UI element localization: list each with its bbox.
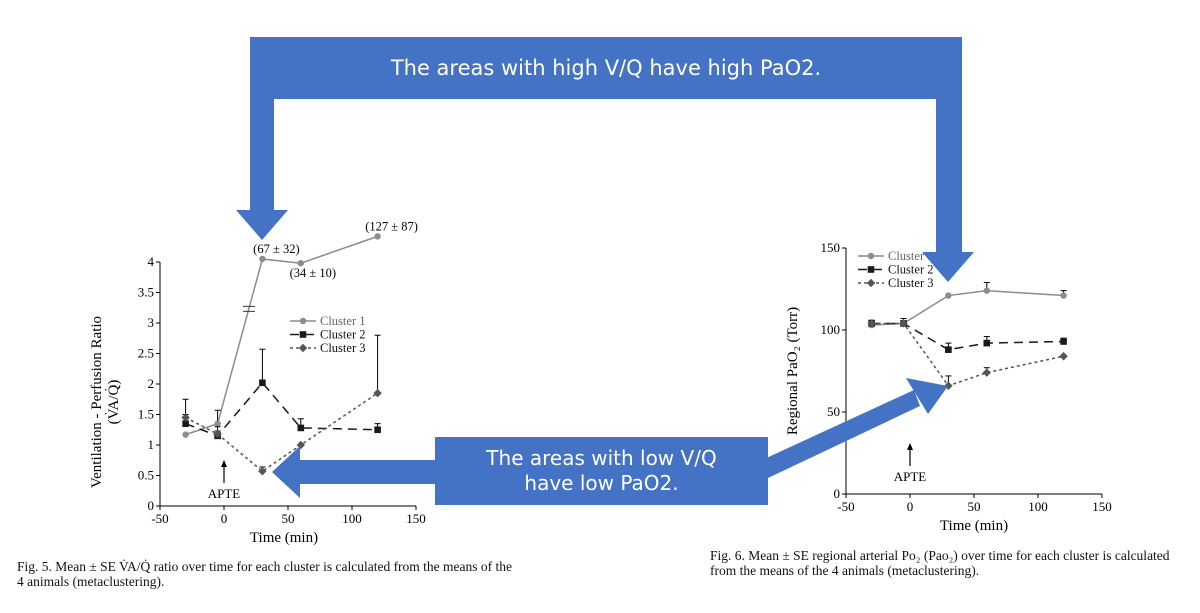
fig6-apte-label: APTE <box>894 469 927 484</box>
fig6-x-tick-label: 100 <box>1028 499 1048 514</box>
fig6-series-3-point <box>1059 352 1068 361</box>
fig5-legend-marker <box>299 331 307 338</box>
callout-bottom: The areas with low V/Q have low PaO2. <box>435 437 768 505</box>
fig5-series-2-point <box>259 379 266 387</box>
fig6-x-label: Time (min) <box>940 518 1008 534</box>
fig6-series-2-point <box>945 346 952 353</box>
fig6-y-tick-label: 0 <box>834 486 841 501</box>
fig6-legend-label: Cluster 1 <box>888 249 933 263</box>
fig6-apte-arrowhead <box>907 443 913 450</box>
arrow-left-head <box>236 210 288 240</box>
fig5-series-1-point <box>182 431 189 438</box>
fig5-series-2-line <box>185 381 378 437</box>
fig6-series-1-line <box>871 289 1064 326</box>
fig5-y-tick-label: 1 <box>148 437 155 452</box>
fig6-series-3-point <box>982 368 991 377</box>
fig5-data-label: (127 ± 87) <box>365 219 418 233</box>
callout-arrows <box>236 37 974 498</box>
fig6-series-3-point <box>867 319 876 328</box>
fig6-series-2-point <box>983 339 991 347</box>
fig6-series-1-point <box>945 292 952 299</box>
fig5-y-tick-label: 1.5 <box>138 407 154 422</box>
callout-bottom-text: The areas with low V/Q have low PaO2. <box>486 446 717 495</box>
fig5-y-tick-label: 3.5 <box>138 285 154 300</box>
fig6-y-label: Regional PaO₂ (Torr) <box>785 307 801 435</box>
fig6-y-tick-label: 50 <box>827 404 840 419</box>
fig5-x-tick-label: 0 <box>221 511 228 526</box>
fig6-x-tick-label: -50 <box>837 499 854 514</box>
fig5-y-label: Ventilation - Perfusion Ratio <box>89 316 105 488</box>
fig5-series-3-point <box>258 467 267 476</box>
fig5-series-3-line <box>185 392 379 473</box>
fig5-caption-text: Fig. 5. Mean ± SE V̇A/Q̇ ratio over time… <box>17 559 513 589</box>
fig5-x-tick-label: 100 <box>342 511 362 526</box>
fig5-series-1-point <box>297 260 304 267</box>
fig6-y-tick-label: 100 <box>821 322 841 337</box>
fig5-series-2-point <box>374 426 381 434</box>
fig6-caption-text: Fig. 6. Mean ± SE regional arterial Po₂ … <box>710 548 1170 578</box>
fig5-legend-label: Cluster 3 <box>320 341 365 355</box>
fig5-series-3-point <box>373 388 382 398</box>
fig5-apte-arrowhead <box>221 460 227 467</box>
fig5-y-tick-label: 0 <box>148 498 155 513</box>
fig5-y-tick-label: 3 <box>148 315 155 330</box>
fig5-y-tick-label: 2.5 <box>138 346 154 361</box>
fig5-y-tick-label: 2 <box>148 376 155 391</box>
fig6-x-tick-label: 50 <box>968 499 981 514</box>
fig5-y-label-2: (V̇A/Q̇) <box>105 380 122 425</box>
fig5-series-3-point <box>296 440 305 450</box>
fig6-x-tick-label: 0 <box>907 499 914 514</box>
fig5-x-tick-label: -50 <box>151 511 168 526</box>
fig5-series-2-point <box>297 424 305 432</box>
fig5-caption: Fig. 5. Mean ± SE V̇A/Q̇ ratio over time… <box>17 559 517 589</box>
fig5-series-1-point <box>374 233 381 240</box>
fig6-legend-marker <box>866 278 876 288</box>
fig5-series-3-point <box>213 429 222 439</box>
fig6-series-1-point <box>983 287 990 294</box>
fig5-legend-marker <box>299 317 307 325</box>
arrow-low-left-shaft <box>298 460 438 484</box>
fig5-y-tick-label: 4 <box>148 254 155 269</box>
arrow-low-right-head <box>906 378 948 414</box>
fig5-x-label: Time (min) <box>250 530 318 546</box>
fig6-x-tick-label: 150 <box>1092 499 1112 514</box>
fig5-series-1-point <box>214 420 221 427</box>
fig6-caption: Fig. 6. Mean ± SE regional arterial Po₂ … <box>710 548 1195 578</box>
fig5-legend-label: Cluster 2 <box>320 328 365 342</box>
fig6-legend-marker <box>867 266 875 273</box>
fig5-apte-label: APTE <box>208 486 241 501</box>
fig6-y-tick-label: 150 <box>821 240 841 255</box>
fig5-legend-label: Cluster 1 <box>320 314 365 328</box>
fig5-series-3-point <box>181 413 190 422</box>
fig6-legend-label: Cluster 3 <box>888 276 933 290</box>
fig5-data-label: (67 ± 32) <box>253 242 299 256</box>
fig6-series-1-point <box>1060 292 1067 299</box>
fig6-series-2-line <box>871 322 1064 351</box>
arrow-right-head <box>922 252 974 282</box>
callout-top: The areas with high V/Q have high PaO2. <box>250 37 962 99</box>
fig6-series-3-line <box>871 322 1064 387</box>
callout-top-text: The areas with high V/Q have high PaO2. <box>390 56 822 80</box>
fig5-legend-marker <box>298 343 308 353</box>
fig6-series-2-point <box>1060 338 1067 345</box>
fig5-series-2-point <box>182 420 189 427</box>
fig6-series-3-point <box>944 381 953 390</box>
fig6-series-3-point <box>899 319 908 328</box>
fig5-x-tick-label: 150 <box>406 511 426 526</box>
arrow-low-right-shaft <box>762 390 920 478</box>
fig5-y-tick-label: 0.5 <box>138 468 154 483</box>
fig5-series-1-point <box>259 255 266 263</box>
fig6-legend-marker <box>867 252 875 260</box>
arrow-low-left-head <box>272 446 300 498</box>
fig6-legend-label: Cluster 2 <box>888 263 933 277</box>
fig5-x-tick-label: 50 <box>282 511 295 526</box>
fig5-data-label: (34 ± 10) <box>290 266 336 280</box>
